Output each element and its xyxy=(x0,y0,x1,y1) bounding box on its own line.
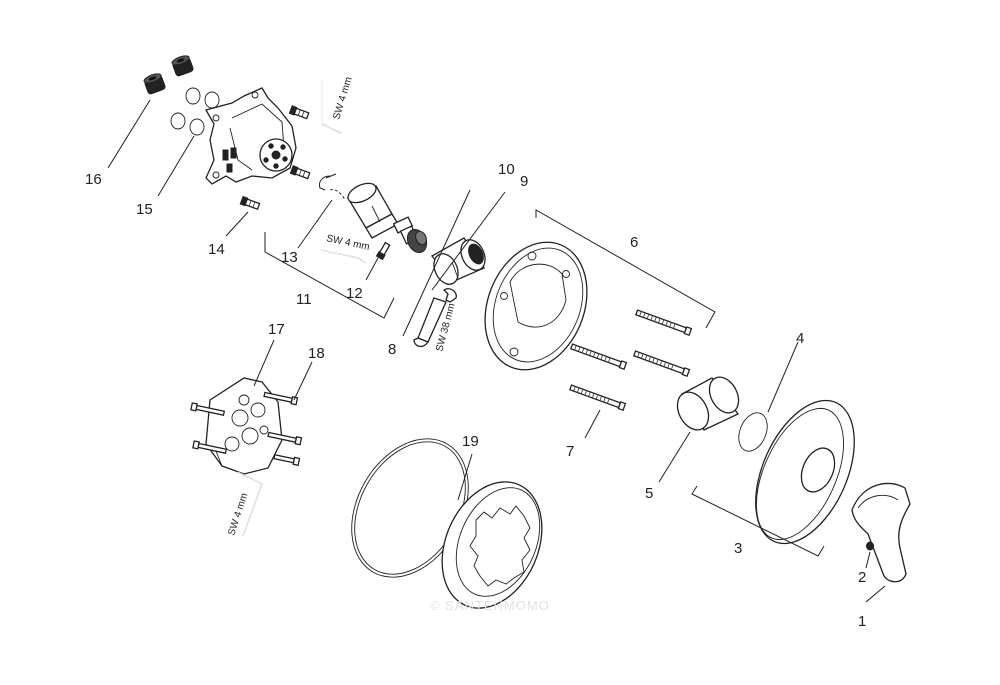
watermark: © SANTEHMOMO xyxy=(430,598,550,613)
callout-6: 6 xyxy=(630,234,638,251)
leader-lines xyxy=(107,99,886,603)
callout-14: 14 xyxy=(208,241,225,258)
callout-9: 9 xyxy=(520,173,528,190)
callout-15: 15 xyxy=(136,201,153,218)
part-16-end-caps xyxy=(143,55,194,95)
ring-gear xyxy=(406,228,428,254)
hex-key-top: SW 4 mm xyxy=(321,76,355,134)
part-17-mount-block xyxy=(205,377,283,475)
callout-2: 2 xyxy=(858,569,866,586)
hex-key-top-label: SW 4 mm xyxy=(331,76,354,121)
part-14-screw xyxy=(239,195,261,211)
callout-18: 18 xyxy=(308,345,325,362)
callout-13: 13 xyxy=(281,249,298,266)
hex-key-bottom-label: SW 4 mm xyxy=(226,492,250,537)
part-2-set-screw xyxy=(866,541,874,551)
callout-16: 16 xyxy=(85,171,102,188)
callout-12: 12 xyxy=(346,285,363,302)
callout-3: 3 xyxy=(734,540,742,557)
hex-key-middle-label: SW 4 mm xyxy=(325,233,370,253)
wrench-38mm: SW 38 mm xyxy=(413,288,458,353)
valve-screws xyxy=(288,105,311,180)
part-12-screw xyxy=(375,241,391,261)
part-3-escutcheon xyxy=(755,399,855,545)
part-10-sleeve xyxy=(431,237,486,285)
part-15-o-rings xyxy=(170,87,220,136)
extension-ring xyxy=(441,481,543,609)
long-screws xyxy=(569,309,693,412)
part-1-lever xyxy=(851,482,911,583)
callout-11: 11 xyxy=(296,291,312,308)
callout-19: 19 xyxy=(462,433,479,450)
callout-10: 10 xyxy=(498,161,515,178)
part-13-clip xyxy=(319,173,346,201)
cartridge xyxy=(347,182,419,245)
callout-5: 5 xyxy=(645,485,653,502)
callout-4: 4 xyxy=(796,330,804,347)
callout-17: 17 xyxy=(268,321,285,338)
hex-key-bottom: SW 4 mm xyxy=(226,471,263,537)
valve-body xyxy=(205,87,297,185)
callout-1: 1 xyxy=(858,613,866,630)
callout-numbers: 16 15 14 13 12 11 10 9 8 7 6 5 4 3 2 1 1… xyxy=(85,161,866,630)
part-4-o-ring xyxy=(738,412,768,452)
part-5-sleeve xyxy=(676,376,740,431)
part-18-screws xyxy=(190,391,303,467)
callout-7: 7 xyxy=(566,443,574,460)
hex-key-middle: SW 4 mm xyxy=(320,233,371,264)
callout-8: 8 xyxy=(388,341,396,358)
part-6-plate xyxy=(484,241,588,371)
